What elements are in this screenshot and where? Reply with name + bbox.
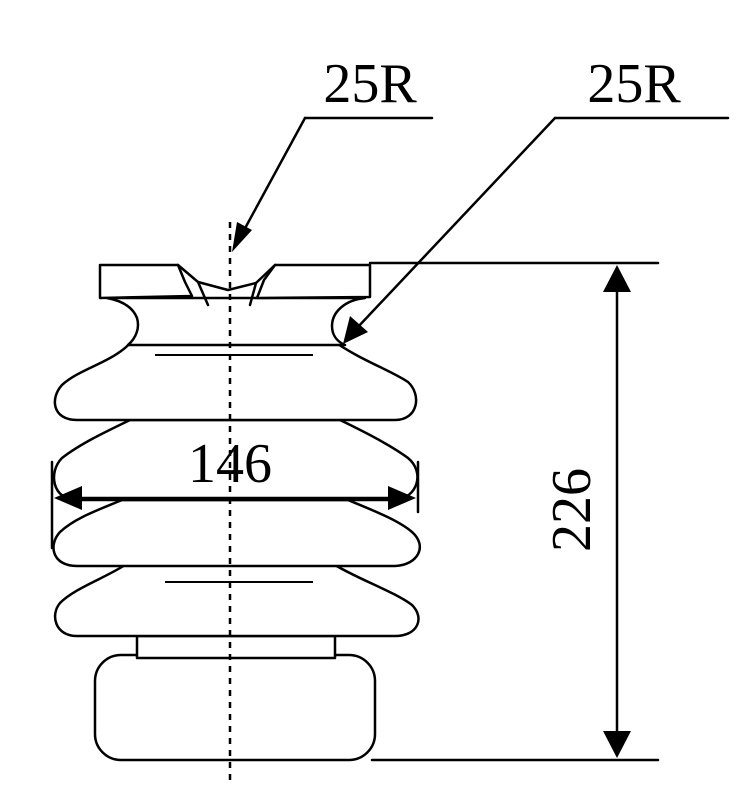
radius-right-leader-line: [355, 116, 557, 330]
radius-left-label: 25R: [323, 53, 417, 115]
height-dimension-label: 226: [541, 468, 603, 552]
radius-right-arrowhead: [343, 316, 368, 344]
insulator-shed-1: [53, 338, 418, 422]
height-arrowhead-bottom: [603, 731, 631, 758]
width-arrowhead-left: [54, 486, 82, 510]
insulator-base-cap: [93, 653, 377, 762]
radius-right-callout: 25R: [343, 53, 730, 344]
height-dimension: 226: [368, 261, 660, 762]
insulator-shed-4: [53, 563, 420, 638]
insulator-top-cap-right: [255, 263, 372, 300]
radius-right-label: 25R: [587, 53, 681, 115]
insulator-neck: [135, 634, 337, 660]
insulator-top-cap: [98, 263, 194, 300]
height-arrowhead-top: [603, 265, 631, 292]
radius-left-callout: 25R: [232, 53, 434, 252]
insulator-shed-3: [52, 498, 422, 568]
insulator-body: [52, 263, 422, 762]
width-dimension: 146: [50, 433, 420, 550]
radius-left-arrowhead: [232, 222, 252, 252]
radius-left-leader-line: [241, 116, 307, 234]
width-dimension-label: 146: [188, 433, 272, 495]
groove-bottom-curve: [196, 280, 258, 292]
insulator-top-neck: [105, 296, 367, 347]
width-arrowhead-right: [388, 486, 416, 510]
